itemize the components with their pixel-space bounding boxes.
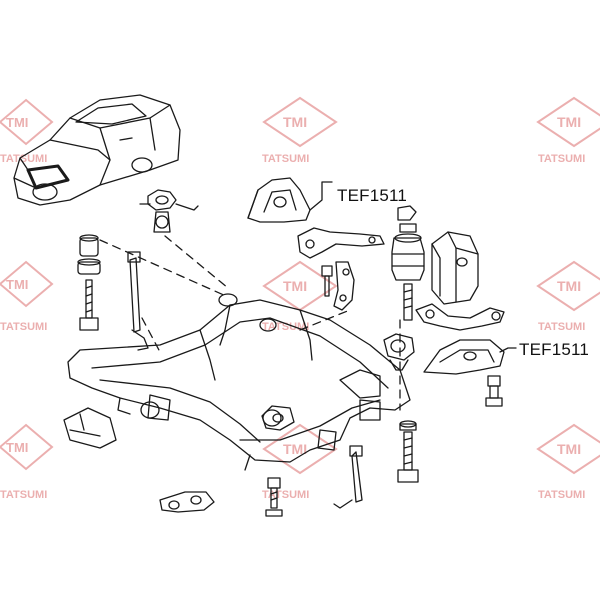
callout-leader-lower — [499, 347, 517, 353]
leader-line — [299, 309, 351, 331]
subframe — [67, 293, 411, 471]
small-bolt — [321, 265, 333, 297]
left-bracket — [63, 407, 117, 449]
svg-text:TMI: TMI — [6, 440, 28, 455]
left-link-rod — [127, 251, 149, 351]
tatsumi-text: TATSUMI — [262, 489, 309, 501]
subframe-bolt — [265, 477, 283, 517]
tatsumi-text: TATSUMI — [0, 321, 47, 333]
svg-text:TMI: TMI — [6, 115, 28, 130]
part-number-label-upper: TEF1511 — [337, 186, 408, 205]
tatsumi-text: TATSUMI — [0, 489, 47, 501]
tmi-logo: TMI — [0, 260, 54, 308]
svg-text:TMI: TMI — [283, 441, 307, 457]
upper-control-arm — [247, 177, 311, 223]
right-lower-bolt — [485, 375, 503, 407]
engine-mount-top — [139, 189, 199, 233]
tatsumi-text: TATSUMI — [538, 321, 585, 333]
tatsumi-text: TATSUMI — [262, 153, 309, 165]
tmi-logo: TMI — [536, 96, 600, 148]
linkage-bracket — [333, 261, 355, 311]
tatsumi-text: TATSUMI — [538, 153, 585, 165]
tmi-logo: TMI — [536, 260, 600, 312]
tatsumi-text: TATSUMI — [262, 321, 309, 333]
engine-mount-block — [431, 231, 479, 305]
leader-line — [99, 239, 227, 297]
right-link-rod — [333, 445, 363, 509]
ball-joint — [383, 333, 415, 371]
svg-text:TMI: TMI — [283, 114, 307, 130]
part-number-label-lower: TEF1511 — [519, 340, 590, 359]
tmi-logo: TMI — [0, 423, 54, 471]
tatsumi-text: TATSUMI — [538, 489, 585, 501]
watermark-layer: TMI TATSUMI TMI TATSUMI TMI TATSUMI TMI … — [0, 96, 600, 501]
steering-bracket — [297, 227, 385, 259]
leader-line — [141, 317, 161, 353]
right-bolt-stack — [397, 420, 419, 483]
tmi-logo: TMI — [536, 423, 600, 475]
svg-text:TMI: TMI — [6, 277, 28, 292]
lower-control-arm — [423, 339, 505, 375]
svg-text:TMI: TMI — [557, 114, 581, 130]
strut-bushing — [391, 205, 425, 321]
tmi-logo: TMI — [0, 98, 54, 146]
car-thumbnail — [13, 94, 181, 206]
tmi-logo: TMI — [262, 96, 338, 148]
tatsumi-text: TATSUMI — [0, 153, 47, 165]
callout-leader-upper — [309, 181, 333, 211]
svg-text:TMI: TMI — [557, 441, 581, 457]
bottom-left-mount — [159, 491, 215, 513]
right-arm-linkage — [415, 303, 505, 331]
svg-text:TMI: TMI — [283, 278, 307, 294]
leader-line — [164, 235, 229, 289]
center-mount — [261, 405, 295, 431]
svg-text:TMI: TMI — [557, 278, 581, 294]
left-bushing-stack — [77, 234, 101, 331]
tmi-logo: TMI — [262, 423, 338, 475]
